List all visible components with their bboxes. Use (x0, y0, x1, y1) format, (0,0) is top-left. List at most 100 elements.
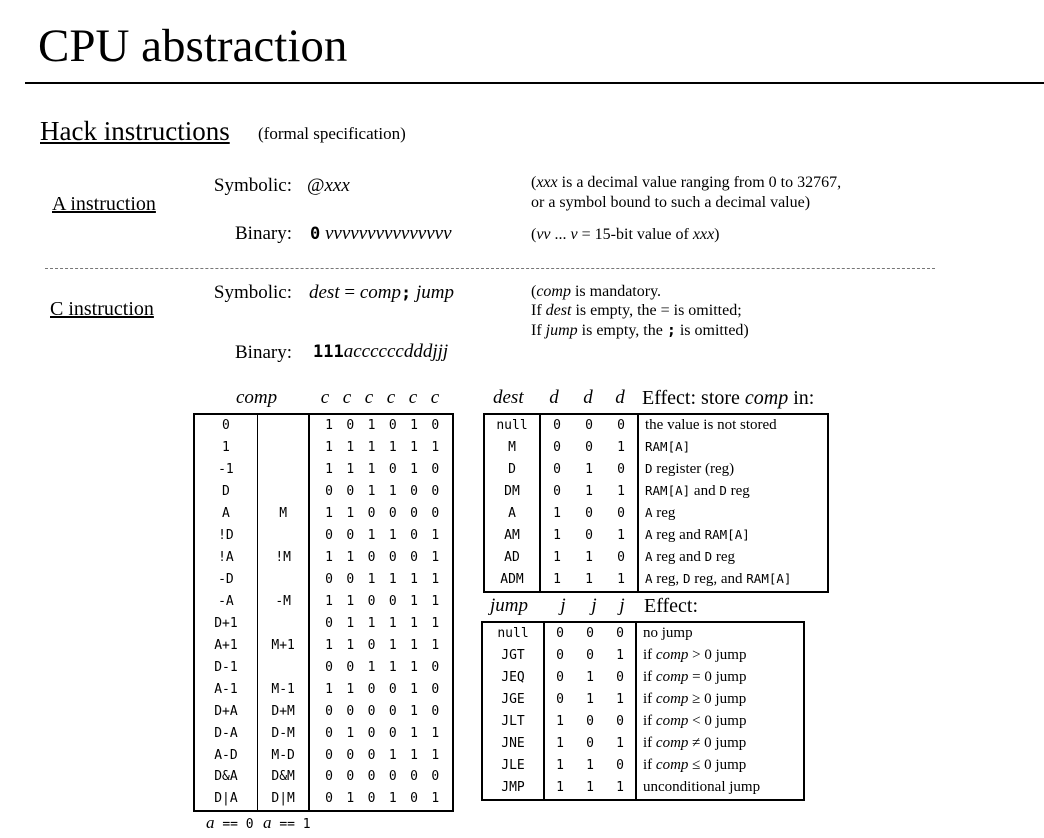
comp-bit-cell: 1 (388, 440, 397, 456)
comp-bit-cell: 0 (346, 703, 355, 719)
comp-bit-cell: 1 (367, 615, 376, 631)
comp-bit-cell: 0 (367, 725, 376, 741)
dest-bit-cell: 1 (585, 484, 593, 500)
comp-footer-a1: a == 1 (263, 812, 311, 836)
comp-bit-cell: 0 (339, 413, 361, 437)
c-binary-ddd: ddd (403, 341, 433, 362)
comp-bit-cell: 0 (367, 637, 376, 653)
page-title: CPU abstraction (38, 20, 348, 72)
a-binary-label: Binary: (235, 223, 292, 244)
jump-effect-cell: if comp ≠ 0 jump (636, 732, 805, 755)
dest-effect-cell: A reg (638, 502, 829, 525)
jump-effect-cell: if comp < 0 jump (636, 710, 805, 733)
comp-bit-cell: 0 (325, 572, 333, 588)
dest-bit-header: d (549, 387, 559, 408)
comp-bit-cell: 1 (388, 484, 397, 500)
jump-effect-cell: if comp ≤ 0 jump (636, 754, 805, 777)
comp-a0-cell: D|A (192, 787, 258, 812)
jump-bit-cell: 1 (605, 732, 637, 755)
dest-bit-header: d (583, 387, 593, 408)
dest-effect-cell: RAM[A] and D reg (638, 480, 829, 503)
comp-bit-cell: 0 (325, 725, 333, 741)
a-symbolic-label: Symbolic: (213, 175, 292, 196)
comp-bit-cell: 0 (388, 703, 397, 719)
comp-bit-cell: 0 (325, 659, 333, 675)
footer-a1-eq: == 1 (271, 817, 311, 832)
dest-effect-comp: comp (744, 387, 789, 409)
comp-bit-cell: 0 (388, 462, 397, 478)
comp-bit-cell: 0 (424, 766, 455, 788)
comp-bit-cell: 0 (360, 787, 383, 812)
comp-bit-cell: 0 (325, 769, 333, 785)
dest-bit-cell: 0 (553, 462, 561, 478)
a-note-xxx: xxx (536, 174, 558, 191)
c-sym-semi: ; (400, 283, 412, 303)
dest-effect-cell: A reg and D reg (638, 546, 829, 569)
c-note3-mid: is empty, the (577, 322, 667, 339)
comp-a1-cell (257, 612, 311, 635)
c-note-line2: If dest is empty, the = is omitted; (531, 301, 742, 321)
comp-bit-cell: 0 (410, 769, 418, 785)
comp-bit-header: c (342, 387, 352, 408)
comp-bit-cell: 1 (424, 787, 455, 812)
comp-bit-cell: 0 (424, 700, 455, 723)
comp-a1-cell: M (257, 502, 311, 525)
jump-header: jump (490, 595, 528, 616)
title-divider (25, 82, 1044, 84)
comp-bit-cell: 0 (346, 747, 355, 763)
c-binary-111: 111 (313, 342, 344, 362)
comp-bit-cell: 1 (424, 590, 455, 613)
jump-bit-cell: 1 (556, 758, 564, 774)
comp-bit-cell: 1 (346, 440, 355, 456)
comp-bit-cell: 1 (325, 637, 333, 653)
comp-bit-cell: 1 (325, 550, 333, 566)
comp-bit-cell: 0 (367, 506, 376, 522)
jump-bit-cell: 0 (605, 754, 637, 777)
a-note-rest: is a decimal value ranging from 0 to 327… (557, 174, 842, 191)
comp-bit-cell: 1 (388, 528, 397, 544)
comp-bit-cell: 1 (410, 615, 418, 631)
jump-bit-cell: 0 (556, 648, 564, 664)
dest-bit-cell: 0 (605, 458, 639, 481)
comp-a1-cell: D|M (257, 787, 311, 812)
comp-bit-cell: 0 (388, 593, 397, 609)
dest-effect-suffix: in: (788, 387, 815, 409)
comp-bit-cell: 1 (388, 572, 397, 588)
comp-a1-cell (257, 458, 311, 481)
comp-bit-cell: 1 (410, 462, 418, 478)
a-note-line2: or a symbol bound to such a decimal valu… (531, 194, 811, 211)
comp-bit-cell: 1 (367, 440, 376, 456)
dest-bit-cell: 1 (605, 480, 639, 503)
dest-bit-cell: 0 (585, 528, 593, 544)
comp-a1-cell (257, 436, 311, 459)
a-symbolic-xxx: xxx (324, 175, 350, 196)
comp-bit-cell: 1 (403, 413, 425, 437)
jump-bit-cell: 0 (586, 648, 594, 664)
comp-bit-cell: 1 (388, 659, 397, 675)
comp-a0-cell: D (192, 480, 258, 503)
jump-bit-cell: 1 (556, 714, 564, 730)
dest-bit-cell: 1 (585, 550, 593, 566)
c-binary-acccccc: acccccc (343, 341, 404, 362)
jump-bit-header: j (591, 595, 597, 616)
a-instruction-label: A instruction (52, 193, 156, 215)
comp-bit-cell: 0 (346, 659, 355, 675)
dest-bit-cell: 1 (540, 568, 573, 593)
comp-bit-cell: 0 (325, 703, 333, 719)
a-symbolic-value: @xxx (307, 174, 350, 198)
dest-name-cell: null (483, 413, 541, 437)
comp-bit-cell: 0 (346, 484, 355, 500)
comp-bit-cell: 1 (346, 615, 355, 631)
comp-header: comp (236, 387, 278, 408)
comp-bit-cell: 0 (410, 528, 418, 544)
comp-bit-cell: 0 (325, 747, 333, 763)
dest-name-cell: AM (483, 524, 541, 547)
comp-bit-cell: 0 (403, 787, 425, 812)
comp-bit-cell: 1 (367, 659, 376, 675)
